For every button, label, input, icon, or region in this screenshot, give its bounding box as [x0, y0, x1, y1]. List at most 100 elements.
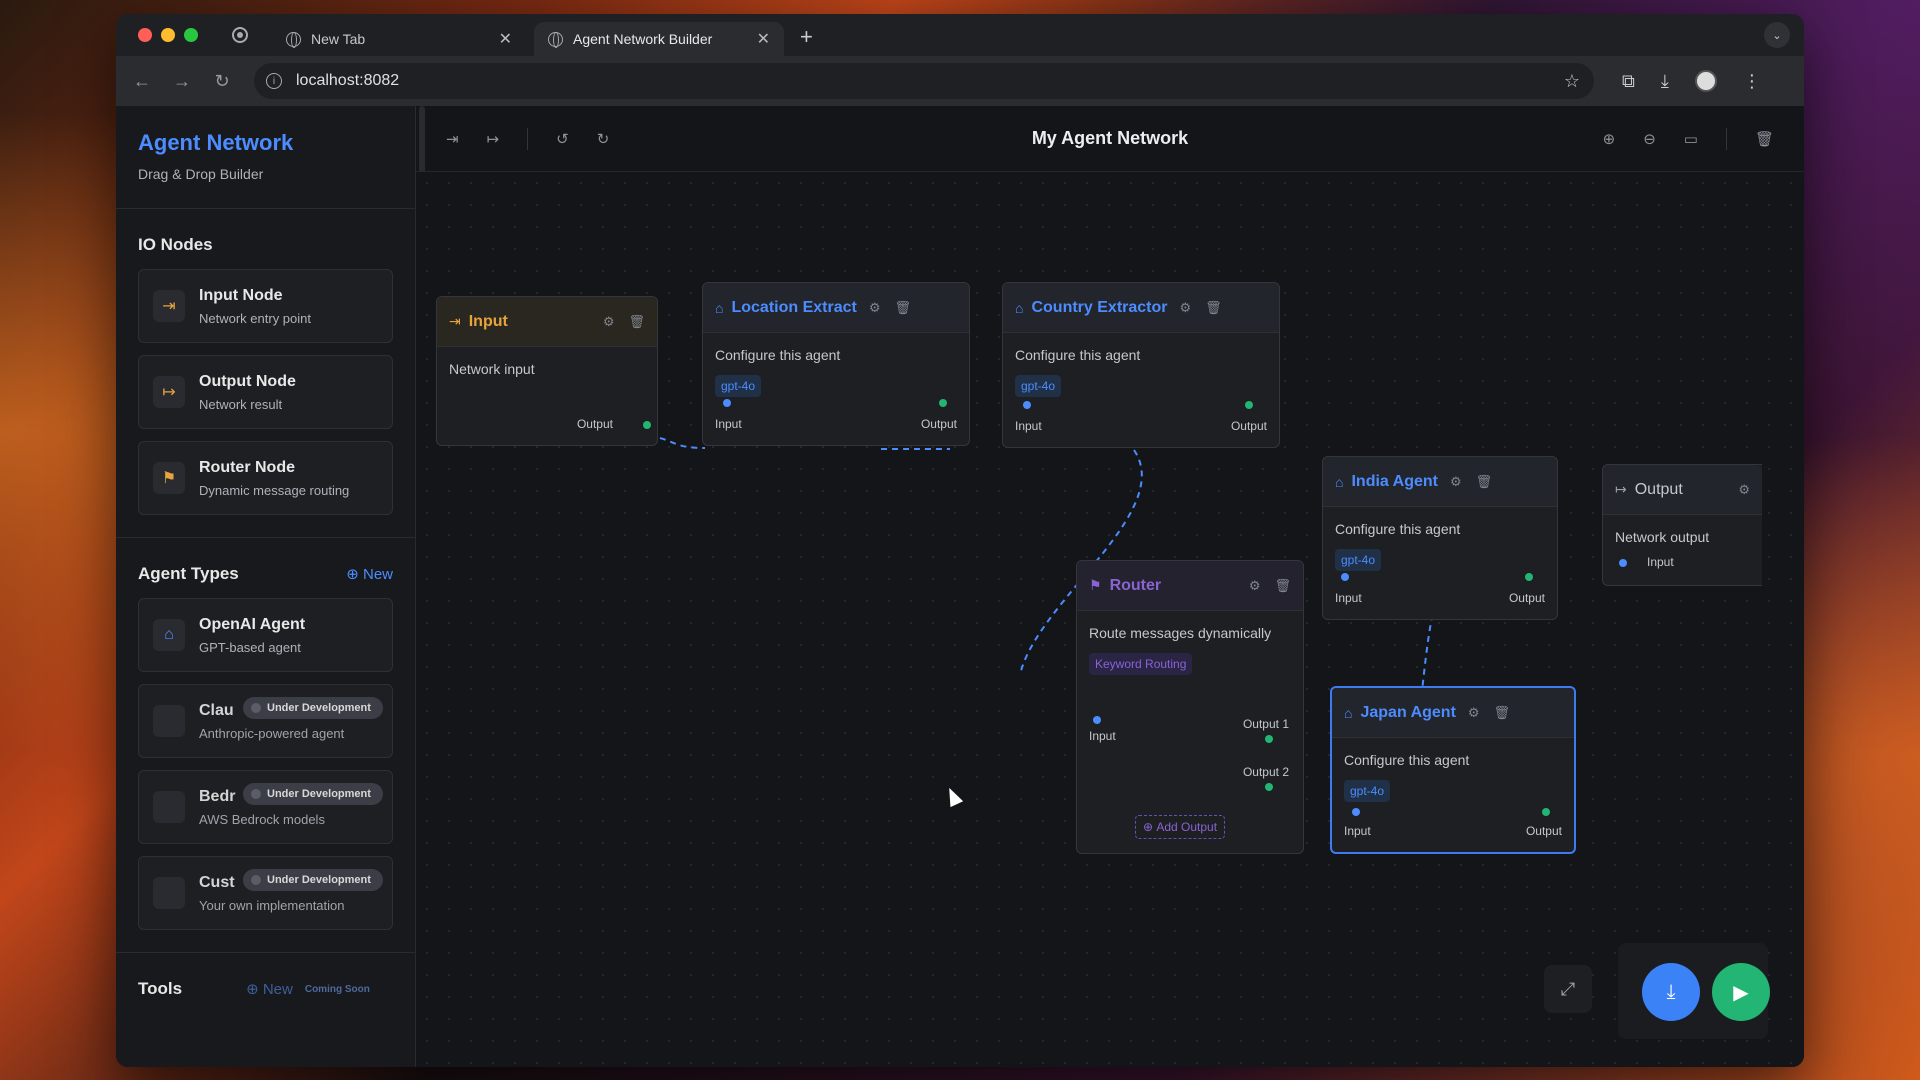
output-port[interactable] — [643, 421, 651, 429]
gear-icon[interactable]: ⚙ — [602, 313, 615, 329]
gear-icon[interactable]: ⚙ — [1248, 577, 1261, 593]
input-port[interactable] — [1341, 573, 1349, 581]
card-title: Output Node — [199, 372, 296, 390]
node-header[interactable]: ⚑ Router ⚙ 🗑 — [1077, 561, 1303, 611]
port-label-output-2: Output 2 — [1242, 765, 1289, 779]
tab-new-tab[interactable]: New Tab ✕ — [272, 22, 526, 56]
gear-icon[interactable]: ⚙ — [1467, 704, 1480, 720]
new-agent-button[interactable]: ⊕ New — [346, 566, 393, 583]
node-output[interactable]: ↦ Output ⚙ Network output Input — [1602, 464, 1762, 586]
minimize-window-button[interactable] — [161, 28, 175, 42]
save-network-button[interactable]: ⤓ — [1642, 963, 1700, 1021]
port-label-output: Output — [1525, 824, 1562, 838]
close-tab-icon[interactable]: ✕ — [756, 31, 770, 48]
output-port[interactable] — [1542, 808, 1550, 816]
tab-agent-network-builder[interactable]: Agent Network Builder ✕ — [534, 22, 784, 56]
new-tool-button[interactable]: ⊕ New — [246, 981, 293, 998]
add-output-button[interactable]: ⊕ Add Output — [1135, 815, 1225, 839]
export-icon[interactable]: ↦ — [486, 130, 500, 148]
trash-icon[interactable]: 🗑 — [1475, 473, 1493, 489]
close-window-button[interactable] — [138, 28, 152, 42]
zoom-out-icon[interactable]: ⊖ — [1643, 130, 1656, 148]
gear-icon[interactable]: ⚙ — [1738, 481, 1750, 497]
node-japan-agent[interactable]: ⌂ Japan Agent ⚙ 🗑 Configure this agent g… — [1330, 686, 1576, 854]
url-input[interactable]: i localhost:8082 ☆ — [254, 63, 1594, 99]
trash-icon[interactable]: 🗑 — [628, 313, 645, 329]
tab-search-chevron-icon[interactable]: ⌄ — [1764, 22, 1790, 48]
signpost-icon: ⚑ — [1089, 577, 1102, 593]
forward-icon[interactable]: → — [173, 70, 191, 91]
toolbar-divider — [1725, 127, 1727, 150]
input-port[interactable] — [723, 399, 731, 407]
site-info-icon[interactable]: i — [266, 73, 282, 89]
node-country-extractor[interactable]: ⌂ Country Extractor ⚙ 🗑 Configure this a… — [1002, 282, 1280, 448]
output-port[interactable] — [1525, 573, 1533, 581]
robot-icon — [153, 705, 185, 737]
trash-icon[interactable]: 🗑 — [894, 299, 911, 315]
output-port-2[interactable] — [1265, 783, 1273, 791]
fit-view-icon[interactable]: ▭ — [1683, 130, 1698, 148]
trash-icon[interactable]: 🗑 — [1205, 299, 1222, 315]
routing-mode-chip: Keyword Routing — [1089, 653, 1193, 675]
new-tab-button[interactable]: + — [800, 24, 813, 49]
node-header[interactable]: ⌂ Location Extract ⚙ 🗑 — [703, 283, 969, 333]
input-port[interactable] — [1093, 716, 1101, 724]
node-header[interactable]: ⇥ Input ⚙ 🗑 — [437, 297, 657, 347]
node-header[interactable]: ↦ Output ⚙ — [1603, 465, 1762, 515]
globe-icon — [286, 31, 301, 48]
node-router[interactable]: ⚑ Router ⚙ 🗑 Route messages dynamically … — [1076, 560, 1304, 854]
extensions-icon[interactable]: ⧉ — [1622, 70, 1635, 91]
reload-icon[interactable]: ↻ — [214, 70, 230, 91]
record-icon[interactable] — [232, 27, 248, 43]
node-header[interactable]: ⌂ Country Extractor ⚙ 🗑 — [1003, 283, 1279, 333]
output-port-1[interactable] — [1265, 735, 1273, 743]
card-desc: AWS Bedrock models — [199, 811, 325, 827]
node-input[interactable]: ⇥ Input ⚙ 🗑 Network input Output — [436, 296, 658, 446]
download-icon[interactable]: ⤓ — [1660, 70, 1669, 91]
mouse-cursor — [942, 784, 964, 808]
divider — [116, 208, 415, 209]
window-controls — [138, 28, 198, 42]
profile-avatar[interactable] — [1694, 70, 1717, 92]
close-tab-icon[interactable]: ✕ — [498, 31, 512, 48]
address-bar: ← → ↻ i localhost:8082 ☆ ⧉ ⤓ ⋮ — [116, 56, 1804, 106]
node-header[interactable]: ⌂ Japan Agent ⚙ 🗑 — [1332, 688, 1574, 738]
menu-kebab-icon[interactable]: ⋮ — [1742, 70, 1761, 91]
fullscreen-expand-icon[interactable]: ⤢ — [1544, 965, 1592, 1013]
add-output-label: Add Output — [1156, 820, 1218, 834]
gear-icon[interactable]: ⚙ — [1449, 473, 1462, 489]
gear-icon[interactable]: ⚙ — [1179, 299, 1192, 315]
output-port[interactable] — [1245, 401, 1253, 409]
import-icon[interactable]: ⇥ — [446, 130, 459, 148]
input-port[interactable] — [1023, 401, 1031, 409]
input-port[interactable] — [1352, 808, 1360, 816]
port-label-input: Input — [715, 417, 742, 431]
flow-canvas[interactable]: ⇥ Input ⚙ 🗑 Network input Output ⌂ Locat… — [416, 172, 1804, 1067]
redo-icon[interactable]: ↻ — [596, 130, 610, 148]
gear-icon[interactable]: ⚙ — [868, 299, 881, 315]
undo-icon[interactable]: ↺ — [556, 130, 569, 148]
node-body: Configure this agent gpt-4o — [1003, 333, 1279, 411]
maximize-window-button[interactable] — [184, 28, 198, 42]
back-icon[interactable]: ← — [133, 70, 151, 91]
card-desc: Network result — [199, 396, 283, 412]
node-location-extract[interactable]: ⌂ Location Extract ⚙ 🗑 Configure this ag… — [702, 282, 970, 446]
node-description: Configure this agent — [715, 347, 841, 363]
zoom-in-icon[interactable]: ⊕ — [1602, 130, 1616, 148]
trash-icon[interactable]: 🗑 — [1493, 704, 1511, 720]
bookmark-star-icon[interactable]: ☆ — [1563, 70, 1580, 91]
trash-icon[interactable]: 🗑 — [1754, 130, 1774, 148]
node-india-agent[interactable]: ⌂ India Agent ⚙ 🗑 Configure this agent g… — [1322, 456, 1558, 620]
output-port[interactable] — [939, 399, 947, 407]
node-header[interactable]: ⌂ India Agent ⚙ 🗑 — [1323, 457, 1557, 507]
run-network-button[interactable]: ▶ — [1712, 963, 1770, 1021]
trash-icon[interactable]: 🗑 — [1274, 577, 1291, 593]
input-port[interactable] — [1619, 559, 1627, 567]
